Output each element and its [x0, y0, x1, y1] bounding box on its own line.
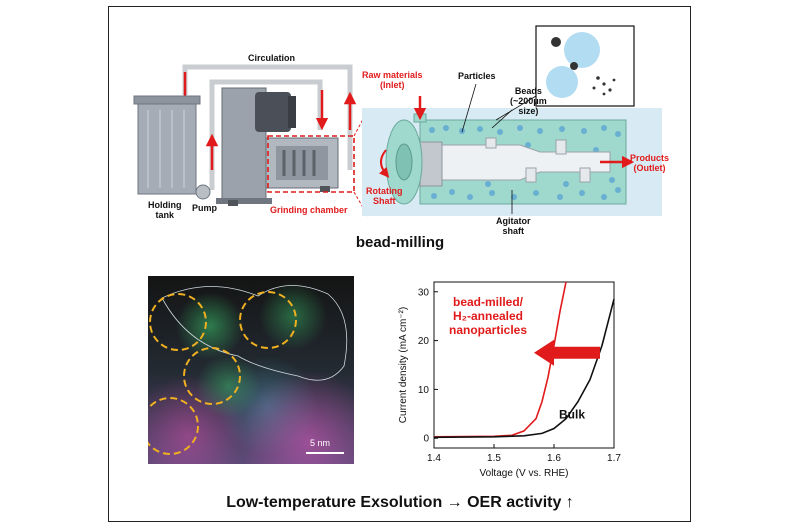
holding-tank: [133, 95, 201, 195]
shift-arrow: [534, 339, 600, 366]
y-tick-label: 20: [418, 336, 430, 347]
agitator-shaft-label: Agitator shaft: [496, 216, 531, 236]
particles-label: Particles: [458, 71, 496, 81]
exsolved-particle-circle: [149, 293, 207, 351]
grinding-chamber-label: Grinding chamber: [270, 205, 348, 215]
scale-bar-label: 5 nm: [310, 438, 331, 448]
plot-frame: [433, 281, 615, 449]
bead-milling-schematic: [133, 25, 662, 217]
chamber-arrows: [378, 83, 635, 214]
section-title: bead-milling: [355, 234, 445, 251]
eds-map-image: 5 nm: [148, 276, 354, 464]
beads-label: Beads (~200μm size): [510, 86, 547, 116]
rotating-shaft-label: Rotating Shaft: [366, 186, 403, 206]
exsolved-particle-circle: [148, 397, 199, 455]
y-tick-label: 0: [423, 434, 429, 445]
x-tick-label: 1.4: [427, 453, 441, 464]
bottom-title: Low-temperature Exsolution → OER activit…: [226, 494, 574, 511]
exsolved-particle-circle: [239, 291, 297, 349]
y-tick-label: 30: [418, 287, 430, 298]
products-label: Products (Outlet): [630, 153, 670, 173]
particles-beads-inset: [535, 25, 635, 107]
x-tick-label: 1.5: [487, 453, 501, 464]
mill-machine: [216, 87, 339, 206]
x-axis-label: Voltage (V vs. RHE): [480, 468, 569, 479]
y-tick-label: 10: [418, 385, 430, 396]
pump-icon: [195, 184, 211, 200]
grinding-chamber-highlight: [267, 135, 355, 193]
exsolved-particle-circle: [183, 347, 241, 405]
series-line-bulk: [433, 298, 615, 439]
raw-materials-label: Raw materials (Inlet): [362, 70, 423, 90]
eds-overlay: [148, 285, 348, 455]
series-label-bulk: Bulk: [559, 408, 585, 422]
pump-label: Pump: [192, 203, 218, 213]
x-tick-label: 1.6: [547, 453, 561, 464]
circulation-label: Circulation: [248, 53, 296, 63]
x-tick-label: 1.7: [607, 453, 621, 464]
holding-tank-label: Holding tank: [148, 200, 182, 220]
figure-frame: [108, 6, 691, 522]
y-axis-label: Current density (mA cm⁻²): [398, 307, 409, 423]
